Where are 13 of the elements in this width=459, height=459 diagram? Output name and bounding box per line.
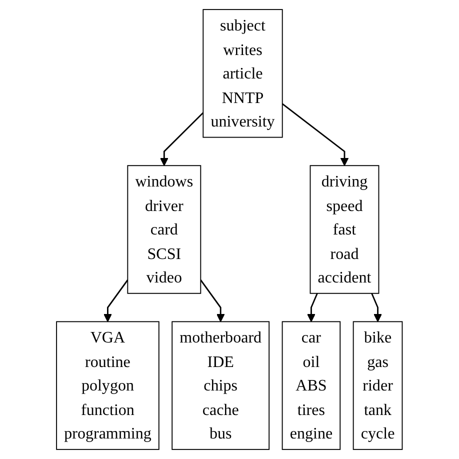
node-box: bike gas rider tank cycle (352, 321, 403, 450)
arrow (371, 293, 382, 322)
arrow (307, 293, 318, 322)
arrow (160, 112, 204, 166)
node-box: VGA routine polygon function programming (56, 321, 160, 450)
arrow (282, 103, 349, 166)
arrow (104, 280, 128, 322)
node-box: driving speed fast road accident (310, 165, 380, 294)
node-box: car oil ABS tires engine (282, 321, 341, 450)
arrow (200, 280, 225, 322)
node-box: subject writes article NNTP university (202, 9, 283, 138)
node-box: motherboard IDE chips cache bus (172, 321, 270, 450)
node-box: windows driver card SCSI video (127, 165, 202, 294)
